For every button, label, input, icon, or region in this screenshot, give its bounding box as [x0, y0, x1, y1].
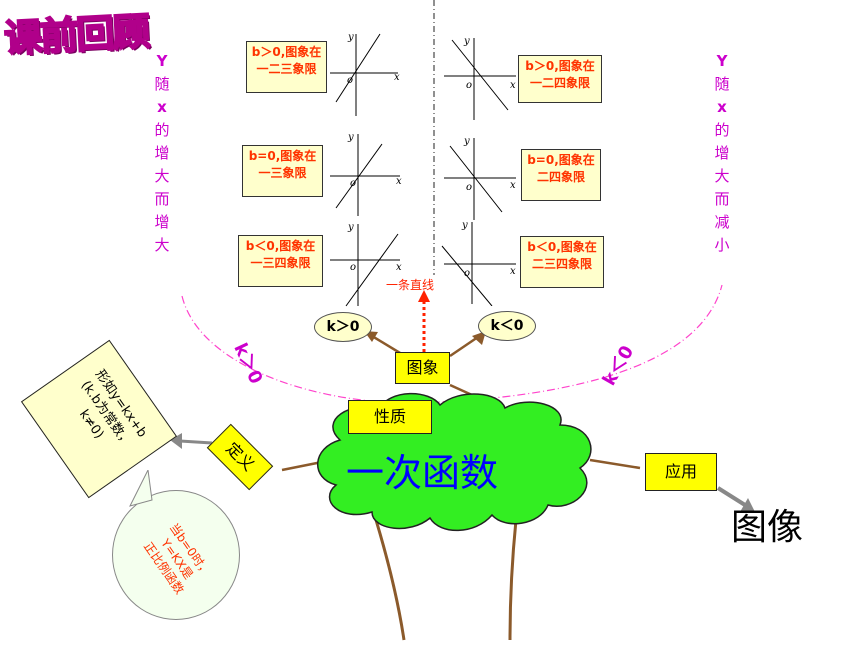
x-axis-label: x [510, 266, 516, 277]
y-axis-label: y [347, 32, 354, 43]
arrow-to-kneg [449, 335, 479, 358]
right-side-char: 减 [714, 213, 730, 231]
straight-line-label: 一条直线 [386, 278, 435, 292]
label-line: 一三四象限 [250, 256, 311, 270]
right-side-char: 而 [714, 190, 730, 208]
proportional-note-bubble: 当b=0时， Y=KX是 正比例函数 [112, 490, 240, 620]
k-region-curve [181, 284, 723, 404]
graph-left-1: x y o [330, 28, 410, 118]
application-box: 应用 [645, 453, 717, 491]
right-side-char: 随 [714, 75, 730, 93]
origin-label: o [350, 262, 356, 273]
x-axis-label: x [396, 176, 402, 187]
x-axis-label: x [396, 262, 402, 273]
y-axis-label: y [463, 136, 470, 147]
left-side-char: 大 [154, 236, 170, 254]
k-negative-oval: k＜0 [478, 311, 536, 341]
left-side-char: 而 [154, 190, 170, 208]
label-line: 一二三象限 [256, 62, 317, 76]
origin-label: o [464, 268, 470, 279]
label-line: b=0,图象在 [248, 149, 317, 163]
branch-application [589, 458, 641, 470]
left-side-char: 随 [154, 75, 170, 93]
image-word: 图像 [731, 507, 804, 548]
arrow-to-image [716, 486, 747, 507]
y-axis-label: y [463, 36, 470, 47]
left-side-char: x [157, 98, 167, 116]
right-side-char: 增 [714, 144, 730, 162]
graph-right-1: x y o [440, 32, 520, 122]
right-side-char: 小 [714, 236, 730, 254]
origin-label: o [466, 80, 472, 91]
y-axis-label: y [347, 132, 354, 143]
y-axis-label: y [461, 220, 468, 231]
center-topic: 一次函数 [346, 451, 499, 495]
origin-label: o [466, 182, 472, 193]
label-b-pos-right: b＞0,图象在 一二四象限 [518, 55, 602, 103]
label-line: 二四象限 [536, 170, 585, 184]
origin-label: o [347, 75, 353, 86]
graph-left-3: x y o [330, 218, 410, 308]
label-line: 一二四象限 [529, 76, 590, 90]
page-title: 课前回顾 [2, 8, 150, 61]
left-side-char: Y [156, 52, 168, 70]
right-side-text: Y 随 x 的 增 大 而 减 小 [712, 50, 732, 257]
label-line: b＞0,图象在 [525, 59, 595, 73]
label-b-neg-right: b＜0,图象在 二三四象限 [520, 236, 604, 288]
graph-right-3: x y o [440, 216, 520, 306]
left-side-text: Y 随 x 的 增 大 而 增 大 [152, 50, 172, 257]
label-b-zero-left: b=0,图象在 一三象限 [242, 145, 323, 197]
right-side-char: 的 [714, 121, 730, 139]
left-side-char: 增 [154, 144, 170, 162]
label-b-zero-right: b=0,图象在 二四象限 [521, 149, 601, 201]
left-side-char: 增 [154, 213, 170, 231]
label-line: b＜0,图象在 [245, 239, 316, 253]
trunk-right [508, 519, 518, 641]
label-line: 二三四象限 [531, 257, 592, 271]
left-side-char: 大 [154, 167, 170, 185]
k-positive-oval: k＞0 [314, 312, 372, 342]
x-axis-label: x [510, 180, 516, 191]
arrow-to-definition [179, 439, 213, 445]
label-line: b＞0,图象在 [251, 45, 322, 59]
graph-left-2: x y o [330, 128, 410, 218]
x-axis-label: x [394, 72, 400, 83]
origin-label: o [350, 178, 356, 189]
label-line: b＜0,图象在 [527, 240, 597, 254]
property-box: 性质 [348, 400, 432, 434]
y-axis-label: y [347, 222, 354, 233]
label-line: 一三象限 [258, 166, 307, 180]
right-side-char: x [717, 98, 727, 116]
left-side-char: 的 [154, 121, 170, 139]
bubble-tail [129, 470, 153, 507]
label-line: b=0,图象在 [527, 153, 595, 167]
trunk-left [374, 519, 406, 641]
x-axis-label: x [510, 80, 516, 91]
label-b-neg-left: b＜0,图象在 一三四象限 [238, 235, 323, 287]
right-side-char: 大 [714, 167, 730, 185]
graph-box: 图象 [395, 352, 450, 384]
branch-definition [281, 460, 323, 472]
graph-right-2: x y o [440, 132, 520, 222]
right-side-char: Y [716, 52, 728, 70]
label-b-pos-left: b＞0,图象在 一二三象限 [246, 41, 327, 93]
